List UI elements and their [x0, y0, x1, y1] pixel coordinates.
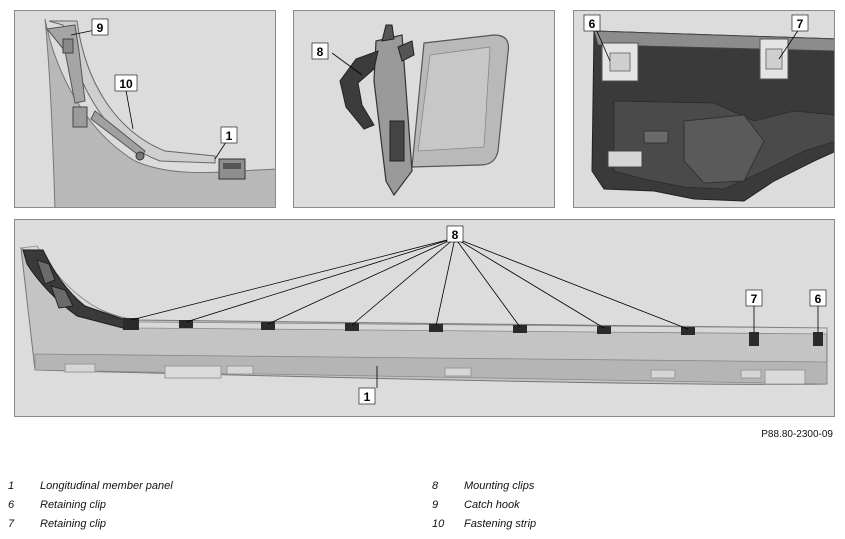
callout-9: 9 — [97, 21, 104, 35]
reference-code: P88.80-2300-09 — [761, 429, 833, 440]
callout-8-detail: 8 — [317, 45, 324, 59]
callout-10: 10 — [119, 77, 133, 91]
callout-1-overview: 1 — [364, 390, 371, 404]
detail-panel-mounting-clip: 8 — [293, 10, 555, 208]
mounting-clip-illustration: 8 — [311, 24, 510, 197]
legend-label: Retaining clip — [40, 518, 107, 530]
legend-label: Mounting clips — [464, 480, 535, 492]
callout-6-detail: 6 — [589, 17, 596, 31]
longitudinal-member-illustration: 8 7 6 1 — [19, 225, 828, 405]
legend-number: 1 — [8, 480, 15, 492]
overview-panel-longitudinal-member: 8 7 6 1 — [14, 219, 835, 417]
legend-label: Catch hook — [464, 499, 520, 511]
legend-label: Fastening strip — [464, 518, 537, 530]
callout-6-overview: 6 — [815, 292, 822, 306]
callout-7-overview: 7 — [751, 292, 758, 306]
legend-label: Retaining clip — [40, 499, 107, 511]
callout-1-detail: 1 — [226, 129, 233, 143]
legend-number: 6 — [8, 499, 15, 511]
legend-label: Longitudinal member panel — [40, 480, 173, 492]
detail-panel-retaining-clips: 6 7 — [573, 10, 835, 208]
detail-panel-catch-hook: 9 10 1 — [14, 10, 276, 208]
legend-number: 9 — [432, 499, 439, 511]
catch-hook-illustration: 9 10 1 — [44, 18, 275, 207]
legend-number: 10 — [432, 518, 445, 530]
retaining-clips-illustration: 6 7 — [583, 14, 834, 202]
legend-number: 7 — [8, 518, 15, 530]
legend-number: 8 — [432, 480, 439, 492]
callout-7-detail: 7 — [797, 17, 804, 31]
callout-8-overview: 8 — [452, 228, 459, 242]
